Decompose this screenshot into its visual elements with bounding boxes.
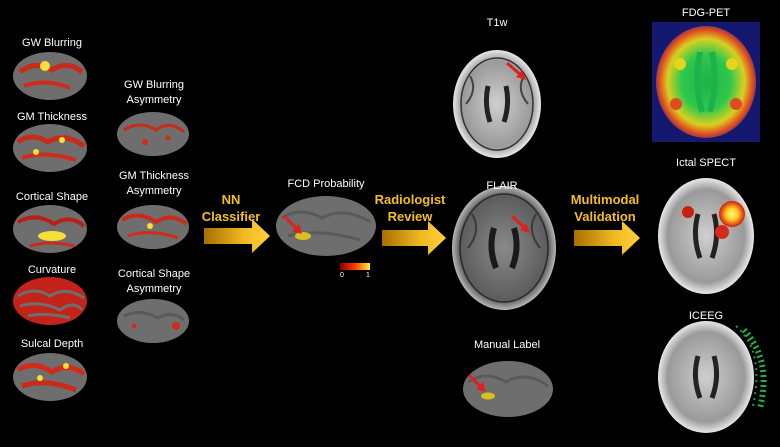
manual-label-pointer-arrow xyxy=(467,373,486,392)
fcd-color-scale xyxy=(340,263,370,270)
label-cortical-shape-asymmetry: Cortical Shape Asymmetry xyxy=(117,268,191,295)
label-sulcal-depth: Sulcal Depth xyxy=(20,338,84,350)
label-fdg-pet: FDG-PET xyxy=(681,7,731,19)
spect-ictal xyxy=(658,178,754,294)
brain-gw-blurring xyxy=(13,52,87,100)
brain-gm-thickness-asymmetry xyxy=(117,205,189,249)
label-manual-label: Manual Label xyxy=(473,339,541,351)
arrow-radiologist-review xyxy=(382,221,446,255)
brain-cortical-shape xyxy=(13,205,87,253)
label-cortical-shape: Cortical Shape xyxy=(15,191,89,203)
step-multimodal-validation: Multimodal Validation xyxy=(570,192,640,224)
fcd-pointer-arrow xyxy=(282,214,302,234)
brain-manual-label xyxy=(463,361,553,417)
label-gw-blurring-asymmetry: GW Blurring Asymmetry xyxy=(124,79,184,106)
mri-flair xyxy=(452,186,556,310)
brain-fcd-probability xyxy=(276,196,376,256)
label-t1w: T1w xyxy=(486,17,508,29)
brain-gm-thickness xyxy=(13,124,87,172)
mri-t1w xyxy=(453,50,541,158)
brain-curvature xyxy=(13,277,87,325)
arrow-multimodal-validation xyxy=(574,221,640,255)
label-gm-thickness-asymmetry: GM Thickness Asymmetry xyxy=(118,170,190,197)
label-curvature: Curvature xyxy=(27,264,77,276)
brain-cortical-shape-asymmetry xyxy=(117,299,189,343)
step-radiologist-review: Radiologist Review xyxy=(374,192,446,224)
step-nn-classifier: NN Classifier xyxy=(201,192,261,224)
label-gm-thickness: GM Thickness xyxy=(16,111,88,123)
fcd-scale-max: 1 xyxy=(366,272,370,279)
label-flair: FLAIR xyxy=(486,180,518,192)
pet-fdg xyxy=(652,22,760,142)
label-fcd-probability: FCD Probability xyxy=(287,178,365,190)
arrow-nn-classifier xyxy=(204,219,270,253)
label-gw-blurring: GW Blurring xyxy=(22,37,82,49)
iceeg-map xyxy=(658,321,767,433)
brain-sulcal-depth xyxy=(13,353,87,401)
label-iceeg: ICEEG xyxy=(688,310,724,322)
brain-gw-blurring-asymmetry xyxy=(117,112,189,156)
label-ictal-spect: Ictal SPECT xyxy=(676,157,736,169)
fcd-scale-min: 0 xyxy=(340,272,344,279)
